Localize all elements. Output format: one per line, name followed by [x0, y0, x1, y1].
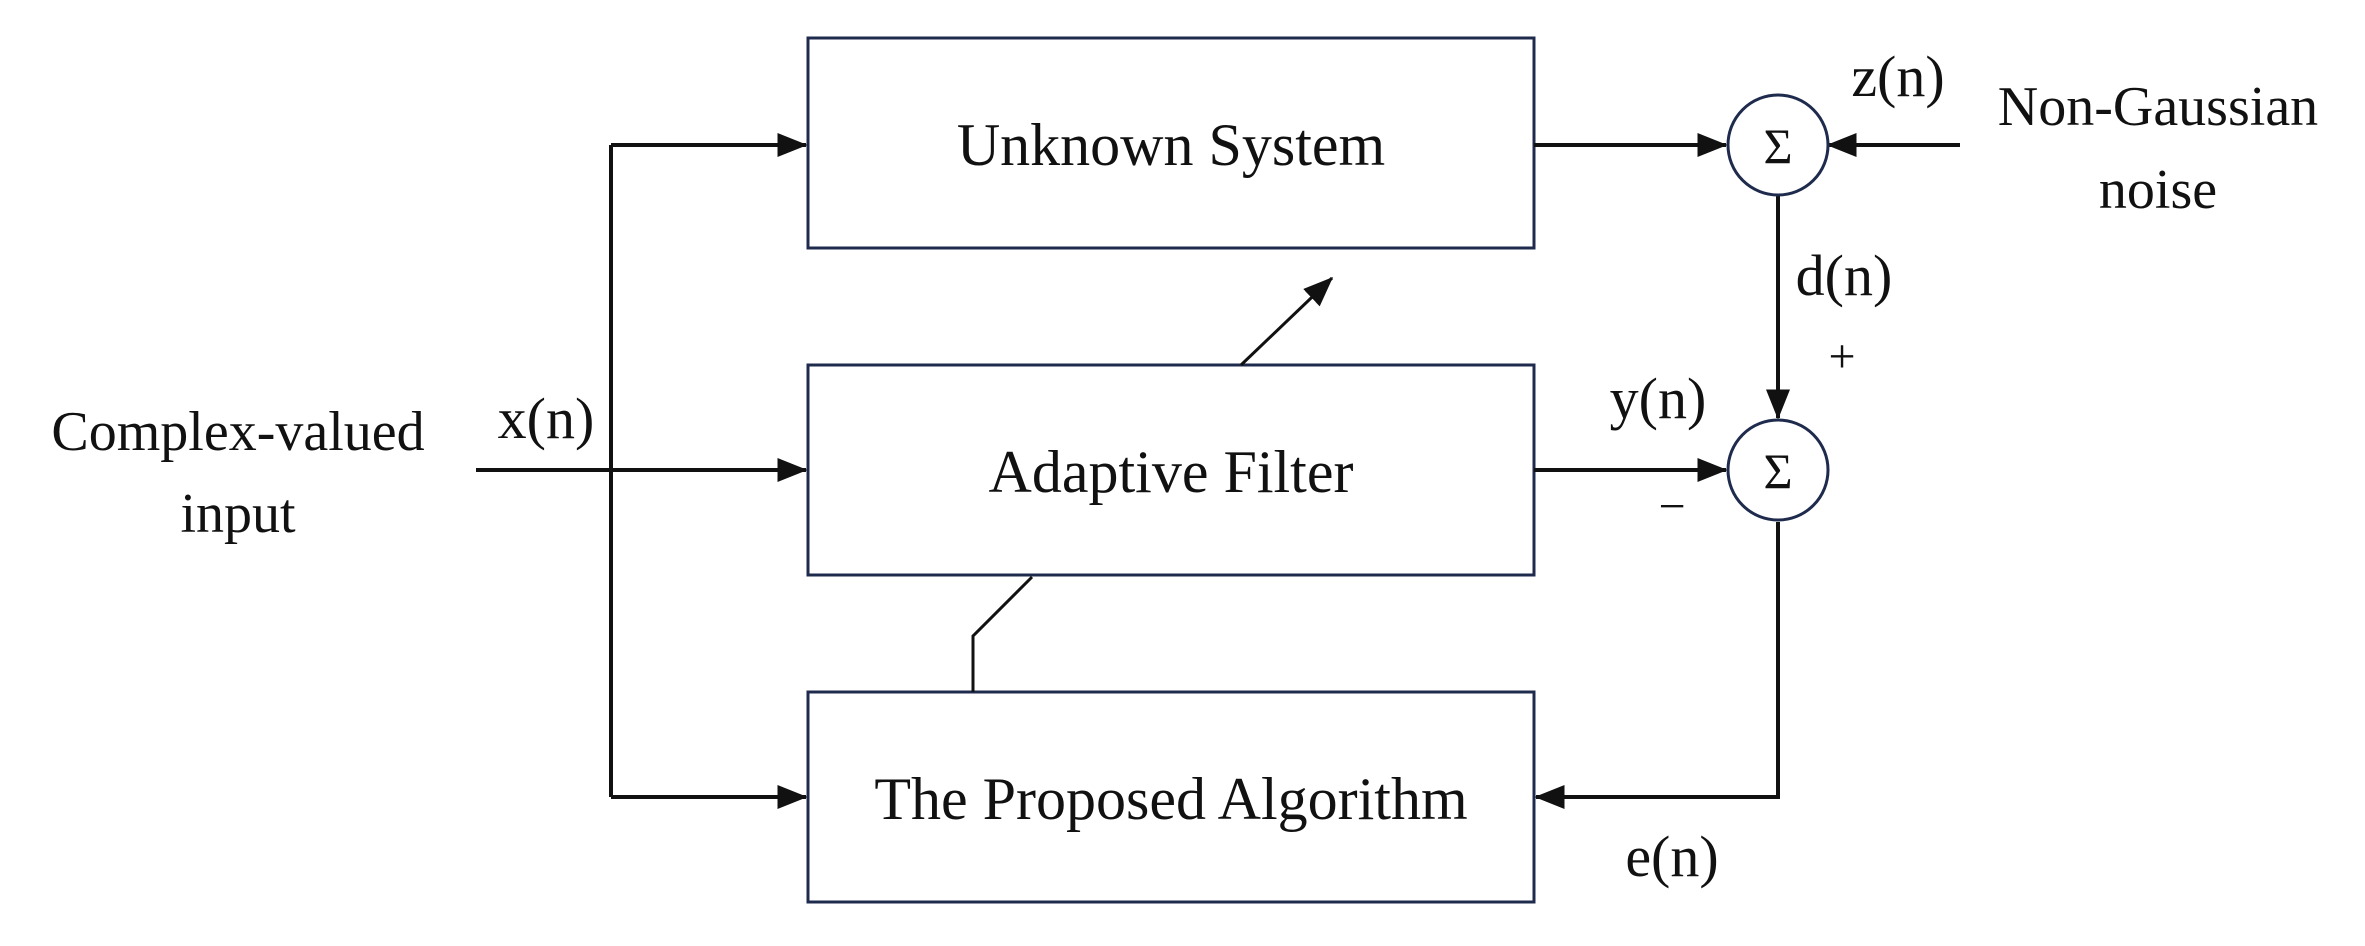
sigma-icon: Σ [1763, 118, 1792, 174]
adaptive-filter-label: Adaptive Filter [989, 439, 1354, 505]
unknown-system-block: Unknown System [806, 36, 1536, 250]
summing-junction-error: Σ [1726, 418, 1830, 522]
sigma-icon: Σ [1763, 443, 1792, 499]
input-label-line2: input [180, 483, 296, 545]
minus-sign: − [1658, 480, 1685, 533]
proposed-algorithm-block: The Proposed Algorithm [806, 690, 1536, 904]
adaptive-filter-block: Adaptive Filter [806, 363, 1536, 577]
adaptation-arrow [1239, 276, 1334, 367]
plus-sign: + [1828, 330, 1855, 383]
d-signal-label: d(n) [1796, 243, 1893, 308]
x-signal-label: x(n) [498, 386, 595, 451]
y-signal-label: y(n) [1610, 366, 1707, 431]
noise-label-line1: Non-Gaussian [1998, 76, 2318, 138]
z-signal-label: z(n) [1851, 44, 1944, 109]
unknown-system-label: Unknown System [957, 112, 1385, 178]
e-signal-label: e(n) [1625, 824, 1718, 889]
noise-label-line2: noise [2099, 159, 2217, 221]
input-label-line1: Complex-valued [51, 401, 424, 463]
error-feedback-line [1534, 522, 1780, 809]
algorithm-control-link [971, 575, 1034, 692]
summing-junction-noise: Σ [1726, 93, 1830, 197]
proposed-algorithm-label: The Proposed Algorithm [874, 766, 1467, 832]
